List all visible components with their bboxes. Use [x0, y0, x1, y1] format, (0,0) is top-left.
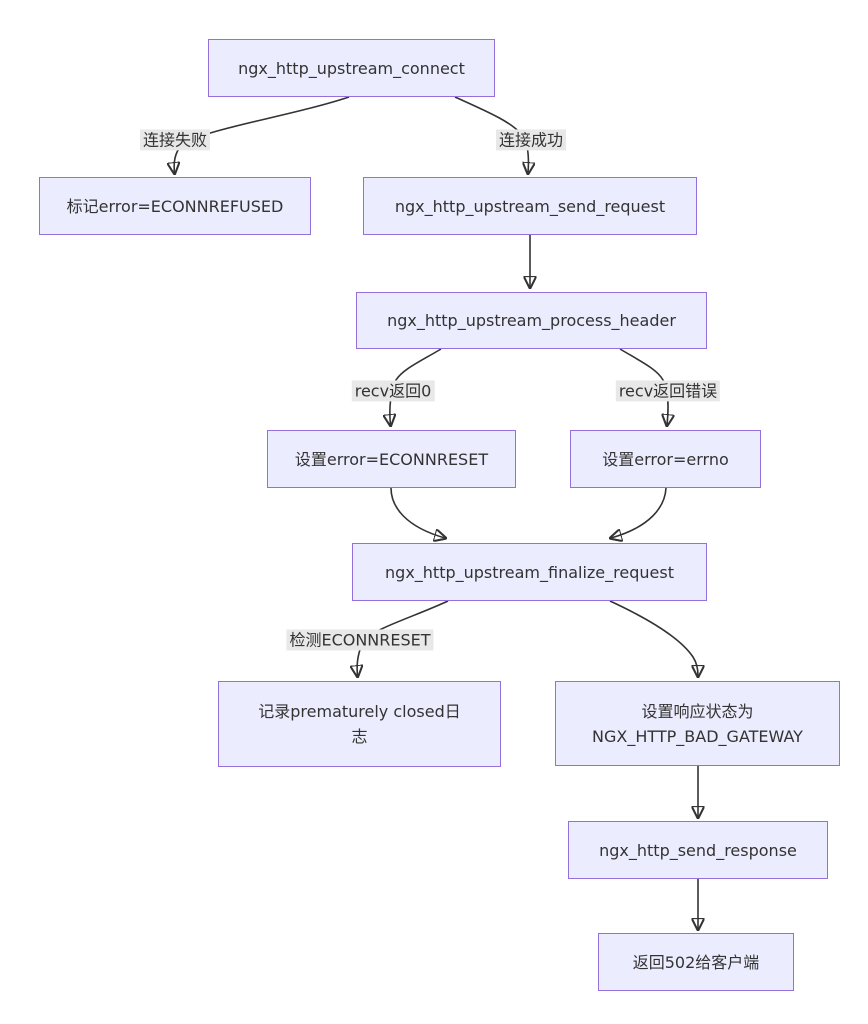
edge-set-errno-to-finalize — [611, 487, 667, 538]
node-log-prematurely-closed: 记录prematurely closed日 志 — [218, 681, 501, 767]
node-return-502: 返回502给客户端 — [598, 933, 794, 991]
node-upstream-connect: ngx_http_upstream_connect — [208, 39, 495, 97]
edge-label-connection-failed: 连接失败 — [139, 129, 211, 151]
node-send-response: ngx_http_send_response — [568, 821, 828, 879]
edge-finalize-to-bad-gateway — [609, 600, 698, 676]
node-set-errno: 设置error=errno — [570, 430, 761, 488]
edge-label-detect-econnreset: 检测ECONNRESET — [286, 629, 434, 651]
node-set-econnreset: 设置error=ECONNRESET — [267, 430, 516, 488]
edge-label-recv-returns-error: recv返回错误 — [615, 380, 721, 402]
node-mark-econnrefused: 标记error=ECONNREFUSED — [39, 177, 311, 235]
edge-process-header-to-set-econnreset — [390, 348, 442, 425]
edge-process-header-to-set-errno — [619, 348, 668, 425]
node-set-bad-gateway-status: 设置响应状态为 NGX_HTTP_BAD_GATEWAY — [555, 681, 840, 766]
edge-set-econnreset-to-finalize — [390, 487, 445, 538]
edge-label-recv-returns-0: recv返回0 — [351, 380, 435, 402]
node-upstream-send-request: ngx_http_upstream_send_request — [363, 177, 697, 235]
node-upstream-process-header: ngx_http_upstream_process_header — [356, 292, 707, 349]
node-upstream-finalize-request: ngx_http_upstream_finalize_request — [352, 543, 707, 601]
edge-label-connection-success: 连接成功 — [495, 129, 567, 151]
